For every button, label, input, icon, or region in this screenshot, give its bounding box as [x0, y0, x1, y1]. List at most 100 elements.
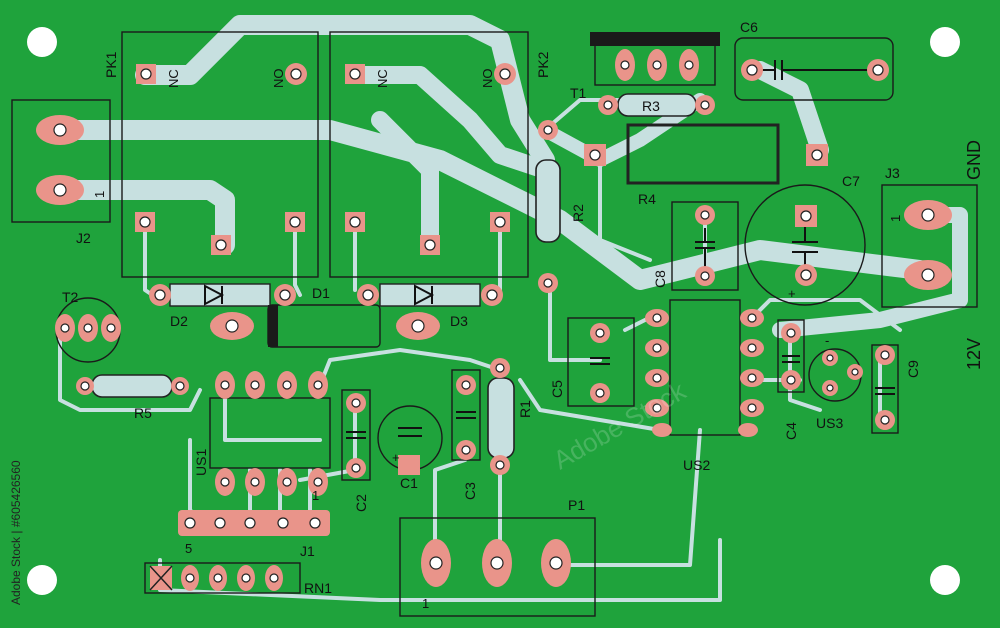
label-r4: R4 [638, 191, 656, 207]
t1-tab [590, 32, 720, 46]
mounting-hole-icon [27, 27, 57, 57]
capacitor-symbol-icon [782, 355, 800, 363]
label-d1: D1 [312, 285, 330, 301]
capacitor-symbol-icon [695, 228, 715, 270]
silkscreen-labels: PK1 PK2 NC NO NC NO J2 1 T1 R3 C6 R2 R4 … [62, 19, 984, 611]
label-pk1: PK1 [103, 51, 119, 78]
power-traces [50, 15, 968, 338]
resistor-body-icon [626, 123, 780, 185]
pad-group-j3 [904, 200, 952, 290]
label-c5: C5 [549, 380, 565, 398]
pad-group-mid [76, 358, 510, 478]
t1-outline [594, 44, 716, 86]
mounting-holes [27, 27, 960, 595]
us1-outline [209, 397, 331, 469]
capacitor-symbol-icon [875, 387, 895, 395]
resistor-body-icon [535, 159, 561, 243]
label-t1: T1 [570, 85, 587, 101]
pad-group-c5-c4-us3-c9 [590, 323, 895, 430]
label-us3-minus: - [825, 333, 829, 348]
j3-outline [881, 184, 978, 308]
label-c7: C7 [842, 173, 860, 189]
capacitor-symbol-icon [456, 411, 476, 419]
c7-outline [744, 184, 866, 306]
c6-outline [734, 37, 894, 101]
label-pk2: PK2 [535, 51, 551, 78]
label-j3-pin1: 1 [888, 215, 903, 222]
label-c7-plus: + [788, 286, 796, 301]
label-j2: J2 [76, 230, 91, 246]
label-nc-1: NC [166, 69, 181, 88]
pads [36, 49, 952, 591]
us2-outline [669, 299, 741, 436]
pad-group-t1 [615, 49, 699, 81]
label-no-2: NO [480, 69, 495, 89]
rn1-outline [144, 562, 301, 594]
watermark-side-text: Adobe Stock | #605426560 [9, 460, 23, 605]
pad-group-rn1 [149, 565, 283, 591]
capacitor-symbol-icon [760, 60, 870, 80]
pad-group-j1 [178, 510, 330, 536]
p1-outline [399, 517, 596, 617]
capacitor-symbols [346, 60, 895, 439]
label-d3: D3 [450, 313, 468, 329]
j2-outline [11, 99, 111, 223]
signal-traces [58, 98, 902, 602]
pad-group-t2 [55, 314, 121, 342]
mounting-hole-icon [930, 27, 960, 57]
label-c9: C9 [905, 360, 921, 378]
label-p1: P1 [568, 497, 585, 513]
c2-outline [341, 389, 371, 481]
label-no-1: NO [271, 69, 286, 89]
c8-outline [671, 201, 739, 291]
label-us1-pin1: 1 [312, 488, 319, 503]
diode-symbol-icon [204, 284, 225, 306]
label-c6: C6 [740, 19, 758, 35]
pad-group-j2 [36, 115, 84, 205]
capacitor-symbol-icon [590, 357, 610, 365]
label-d2: D2 [170, 313, 188, 329]
label-c1: C1 [400, 475, 418, 491]
capacitor-symbol-icon [792, 225, 818, 270]
resistor-body-icon [487, 377, 515, 459]
label-j3: J3 [885, 165, 900, 181]
label-us1: US1 [193, 449, 209, 476]
relay-pk1-outline [121, 31, 319, 278]
label-r3: R3 [642, 98, 660, 114]
label-c3: C3 [462, 482, 478, 500]
pad-group-relays [135, 63, 516, 255]
label-c2: C2 [353, 494, 369, 512]
label-c4: C4 [783, 422, 799, 440]
rn1-pin1-mark [149, 565, 173, 591]
label-us2: US2 [683, 457, 710, 473]
label-us3: US3 [816, 415, 843, 431]
pad-group-diodes [149, 284, 503, 340]
pad-group-p1 [421, 539, 571, 587]
mounting-hole-icon [930, 565, 960, 595]
label-p1-pin1: 1 [422, 596, 429, 611]
label-c8: C8 [652, 270, 668, 288]
resistors [91, 93, 780, 459]
pad-group-top-right [538, 59, 889, 293]
label-gnd: GND [964, 140, 984, 180]
label-r5: R5 [134, 405, 152, 421]
label-j1: J1 [300, 543, 315, 559]
pad-group-us2 [645, 309, 764, 437]
label-r1: R1 [517, 400, 533, 418]
label-12v: 12V [964, 338, 984, 370]
diodes [169, 283, 481, 347]
label-c1-plus: + [392, 450, 400, 465]
capacitor-symbol-icon [398, 427, 422, 437]
mounting-hole-icon [27, 565, 57, 595]
resistor-body-icon [91, 374, 173, 398]
diode-symbol-icon [414, 284, 435, 306]
label-t2: T2 [62, 289, 79, 305]
c4-outline [777, 319, 805, 393]
relay-pk2-outline [329, 31, 529, 278]
capacitor-symbol-icon [346, 431, 366, 439]
label-j2-pin1: 1 [92, 191, 107, 198]
label-rn1: RN1 [304, 580, 332, 596]
c5-outline [567, 317, 635, 407]
